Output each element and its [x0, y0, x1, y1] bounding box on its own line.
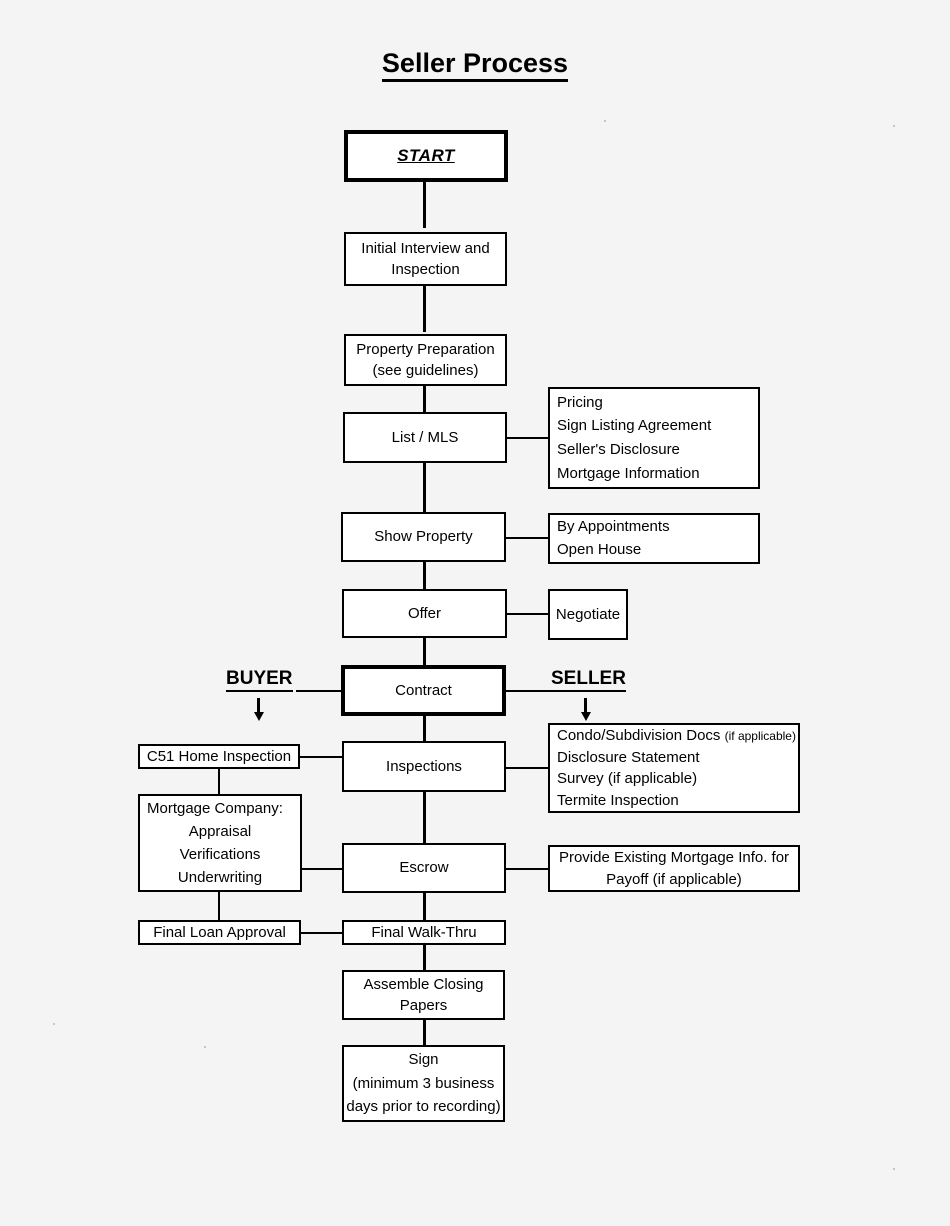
- listing-task-item: Pricing: [557, 393, 603, 411]
- connector-list-to-show: [423, 462, 426, 513]
- node-initial-interview-line1: Initial Interview and: [361, 239, 490, 257]
- connector-show-to-showing-tasks: [505, 537, 550, 539]
- node-mortgage-company[interactable]: Mortgage Company: Appraisal Verification…: [138, 794, 302, 892]
- connector-mortgage-to-escrow: [300, 868, 344, 870]
- node-final-walk-thru-label: Final Walk-Thru: [371, 923, 477, 941]
- node-payoff-info-line2: Payoff (if applicable): [606, 870, 742, 888]
- seller-doc-item-main: Condo/Subdivision Docs: [557, 727, 721, 745]
- connector-contract-to-inspections: [423, 715, 426, 742]
- seller-arrow-head-icon: [581, 712, 591, 721]
- connector-inspections-to-seller-docs: [505, 767, 549, 769]
- node-inspections[interactable]: Inspections: [342, 741, 506, 792]
- buyer-lane-label: BUYER: [226, 668, 293, 692]
- scan-speck: [893, 125, 895, 127]
- scan-speck: [893, 1168, 895, 1170]
- listing-task-item: Sign Listing Agreement: [557, 417, 712, 435]
- mortgage-company-heading: Mortgage Company:: [147, 799, 283, 817]
- connector-mortgage-to-loanapproval: [218, 891, 220, 921]
- seller-lane-label: SELLER: [551, 668, 626, 692]
- node-inspections-label: Inspections: [386, 757, 462, 775]
- seller-doc-item-note: (if applicable): [724, 729, 796, 744]
- scan-speck: [604, 120, 606, 122]
- node-show-property-label: Show Property: [374, 528, 473, 546]
- mortgage-company-item: Underwriting: [177, 868, 263, 886]
- showing-task-item: Open House: [557, 541, 642, 559]
- node-c51-home-inspection[interactable]: C51 Home Inspection: [138, 744, 300, 769]
- node-initial-interview-line2: Inspection: [391, 261, 460, 278]
- connector-start-to-interview: [423, 182, 426, 228]
- node-escrow[interactable]: Escrow: [342, 843, 506, 893]
- connector-escrow-to-walkthru: [423, 892, 426, 921]
- connector-prep-to-list: [423, 386, 426, 413]
- node-sign-line3: days prior to recording): [346, 1098, 501, 1116]
- connector-walkthru-to-assemble: [423, 945, 426, 971]
- node-assemble-closing-line1: Assemble Closing: [363, 975, 484, 993]
- page-title-text: Seller Process: [381, 48, 569, 82]
- node-final-loan-approval-label: Final Loan Approval: [153, 923, 286, 941]
- page-title: Seller Process: [0, 48, 950, 82]
- node-property-preparation[interactable]: Property Preparation (see guidelines): [344, 334, 507, 386]
- mortgage-company-item: Appraisal: [188, 822, 252, 840]
- node-sign[interactable]: Sign (minimum 3 business days prior to r…: [342, 1045, 505, 1122]
- showing-task-item: By Appointments: [557, 518, 670, 536]
- seller-doc-item: Termite Inspection: [557, 791, 679, 809]
- seller-doc-item: Disclosure Statement: [557, 748, 700, 766]
- connector-c51-to-inspections: [298, 756, 344, 758]
- node-property-preparation-line2: (see guidelines): [372, 362, 479, 379]
- node-sign-line1: Sign: [408, 1051, 439, 1069]
- connector-loanapproval-to-walkthru: [299, 932, 343, 934]
- node-initial-interview[interactable]: Initial Interview and Inspection: [344, 232, 507, 286]
- node-offer[interactable]: Offer: [342, 589, 507, 638]
- node-offer-label: Offer: [407, 604, 442, 622]
- node-property-preparation-line1: Property Preparation: [356, 340, 495, 358]
- connector-escrow-to-payoff: [505, 868, 549, 870]
- mortgage-company-item: Verifications: [179, 845, 261, 863]
- connector-list-to-listing-tasks: [506, 437, 550, 439]
- node-start-label: START: [397, 145, 455, 165]
- scan-speck: [53, 1023, 55, 1025]
- node-payoff-info-line1: Provide Existing Mortgage Info. for: [558, 849, 790, 867]
- connector-contract-to-seller-lane: [506, 690, 554, 692]
- node-final-loan-approval[interactable]: Final Loan Approval: [138, 920, 301, 945]
- connector-offer-to-contract: [423, 637, 426, 666]
- node-c51-home-inspection-label: C51 Home Inspection: [146, 747, 292, 765]
- node-show-property[interactable]: Show Property: [341, 512, 506, 562]
- node-payoff-info[interactable]: Provide Existing Mortgage Info. for Payo…: [548, 845, 800, 892]
- connector-inspections-to-escrow: [423, 791, 426, 844]
- node-escrow-label: Escrow: [399, 859, 449, 877]
- connector-c51-to-mortgage: [218, 768, 220, 795]
- node-list-mls[interactable]: List / MLS: [343, 412, 507, 463]
- node-seller-docs[interactable]: Condo/Subdivision Docs (if applicable) D…: [548, 723, 800, 813]
- node-assemble-closing-papers[interactable]: Assemble Closing Papers: [342, 970, 505, 1020]
- node-assemble-closing-line2: Papers: [399, 997, 448, 1014]
- connector-interview-to-prep: [423, 286, 426, 332]
- seller-arrow-shaft: [584, 698, 587, 716]
- node-showing-tasks[interactable]: By Appointments Open House: [548, 513, 760, 564]
- node-negotiate-label: Negotiate: [555, 605, 621, 623]
- seller-doc-item: Survey (if applicable): [557, 770, 698, 788]
- node-listing-tasks[interactable]: Pricing Sign Listing Agreement Seller's …: [548, 387, 760, 489]
- node-list-mls-label: List / MLS: [391, 428, 459, 446]
- node-contract[interactable]: Contract: [341, 665, 506, 716]
- connector-assemble-to-sign: [423, 1020, 426, 1045]
- connector-offer-to-negotiate: [506, 613, 549, 615]
- node-sign-line2: (minimum 3 business: [352, 1074, 495, 1092]
- seller-doc-item: Condo/Subdivision Docs (if applicable): [557, 725, 796, 746]
- buyer-arrow-shaft: [257, 698, 260, 716]
- connector-show-to-offer: [423, 562, 426, 590]
- node-final-walk-thru[interactable]: Final Walk-Thru: [342, 920, 506, 945]
- node-negotiate[interactable]: Negotiate: [548, 589, 628, 640]
- listing-task-item: Mortgage Information: [557, 465, 700, 483]
- node-start[interactable]: START: [344, 130, 508, 182]
- connector-contract-to-buyer-lane: [296, 690, 342, 692]
- node-contract-label: Contract: [395, 681, 452, 699]
- scan-speck: [204, 1046, 206, 1048]
- listing-task-item: Seller's Disclosure: [557, 441, 680, 459]
- buyer-arrow-head-icon: [254, 712, 264, 721]
